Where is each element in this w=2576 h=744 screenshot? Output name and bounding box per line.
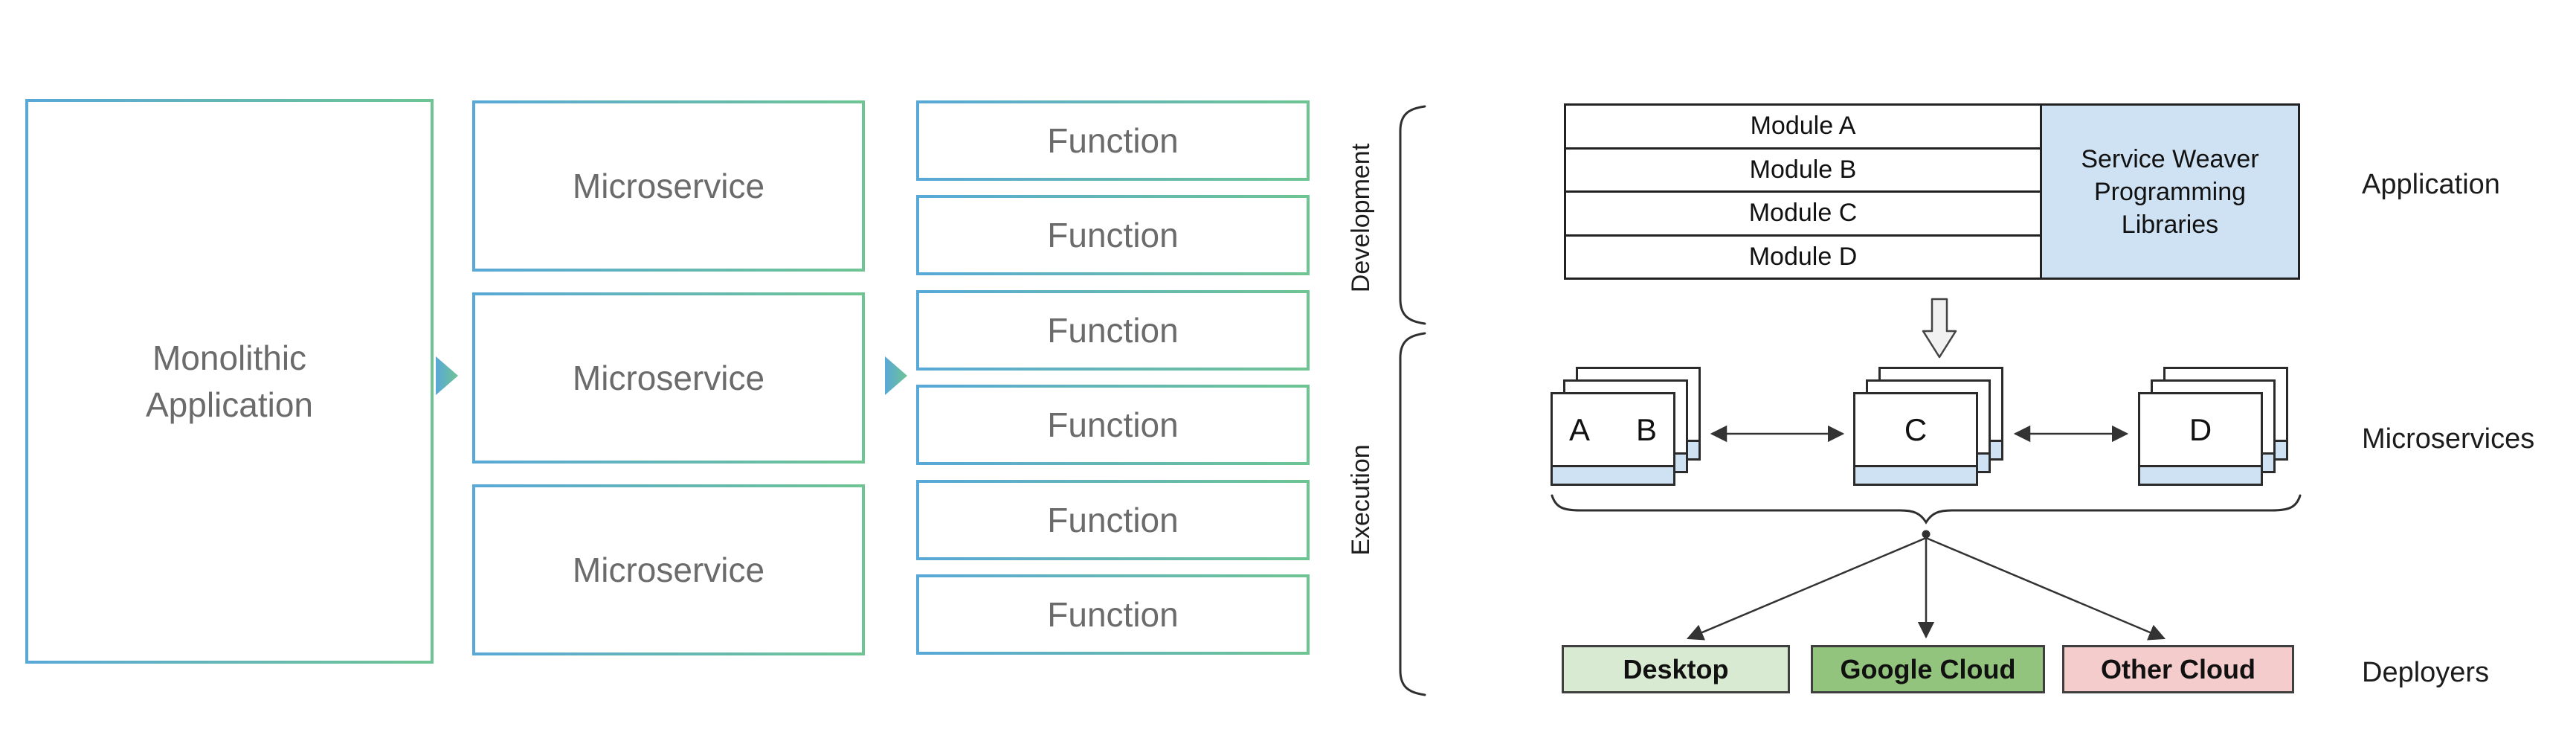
execution-bracket [1399, 332, 1426, 696]
microservice-label: Microservice [572, 359, 765, 397]
stack-card: A B [1551, 392, 1675, 486]
microservice-stack-ab: A B [1551, 367, 1701, 486]
module-column: Module A Module B Module C Module D [1566, 106, 2040, 278]
card-strip [1553, 465, 1673, 484]
function-box: Function [916, 100, 1310, 181]
component-letter: C [1904, 411, 1928, 447]
deploy-line-desktop [1686, 536, 1927, 641]
deployer-box-google-cloud: Google Cloud [1811, 645, 2045, 693]
microservice-label: Microservice [572, 167, 765, 205]
function-box: Function [916, 574, 1310, 655]
component-letter: D [2189, 411, 2212, 447]
service-weaver-library-box: Service Weaver Programming Libraries [2040, 106, 2298, 278]
deployer-label: Other Cloud [2101, 653, 2255, 684]
function-box: Function [916, 480, 1310, 560]
microservices-section-label: Microservices [2362, 423, 2535, 455]
function-box: Function [916, 195, 1310, 275]
development-bracket [1399, 105, 1426, 325]
monolithic-application-label: Monolithic Application [145, 339, 314, 424]
microservice-stack-c: C [1853, 367, 2003, 486]
arrow-right-icon [885, 356, 907, 395]
function-label: Function [1047, 121, 1179, 160]
deployer-label: Google Cloud [1840, 653, 2016, 684]
deployer-box-other-cloud: Other Cloud [2062, 645, 2294, 693]
card-strip [1855, 465, 1976, 484]
microservice-stack-d: D [2138, 367, 2288, 486]
module-row: Module C [1566, 193, 2040, 237]
deployer-box-desktop: Desktop [1562, 645, 1790, 693]
deployers-section-label: Deployers [2362, 657, 2490, 688]
card-strip [2140, 465, 2261, 484]
arrow-right-icon [436, 356, 458, 395]
development-phase-label: Development [1347, 143, 1375, 293]
component-letter: B [1635, 411, 1657, 447]
junction-dot [1922, 530, 1931, 539]
module-row: Module A [1566, 106, 2040, 150]
deploy-line-other-cloud [1925, 536, 2166, 641]
function-label: Function [1047, 595, 1179, 634]
function-label: Function [1047, 501, 1179, 539]
monolithic-application-box: Monolithic Application [25, 99, 434, 664]
microservice-box: Microservice [472, 100, 865, 272]
module-row: Module D [1748, 242, 1858, 271]
function-label: Function [1047, 311, 1179, 350]
stack-card: D [2138, 392, 2263, 486]
deployer-label: Desktop [1623, 653, 1729, 684]
function-label: Function [1047, 405, 1179, 444]
service-weaver-library-label: Service Weaver Programming Libraries [2081, 144, 2259, 239]
module-row: Module B [1566, 150, 2040, 193]
application-section-label: Application [2362, 169, 2500, 200]
microservice-box: Microservice [472, 292, 865, 464]
function-label: Function [1047, 216, 1179, 254]
microservice-label: Microservice [572, 551, 765, 589]
function-box: Function [916, 385, 1310, 465]
microservice-box: Microservice [472, 484, 865, 655]
function-box: Function [916, 290, 1310, 371]
microservices-underbrace [1551, 494, 2302, 525]
stack-card: C [1853, 392, 1978, 486]
execution-phase-label: Execution [1347, 444, 1375, 556]
module-table: Module A Module B Module C Module D Serv… [1564, 103, 2300, 280]
component-letter: A [1569, 411, 1591, 447]
down-arrow-icon [1922, 298, 1957, 359]
